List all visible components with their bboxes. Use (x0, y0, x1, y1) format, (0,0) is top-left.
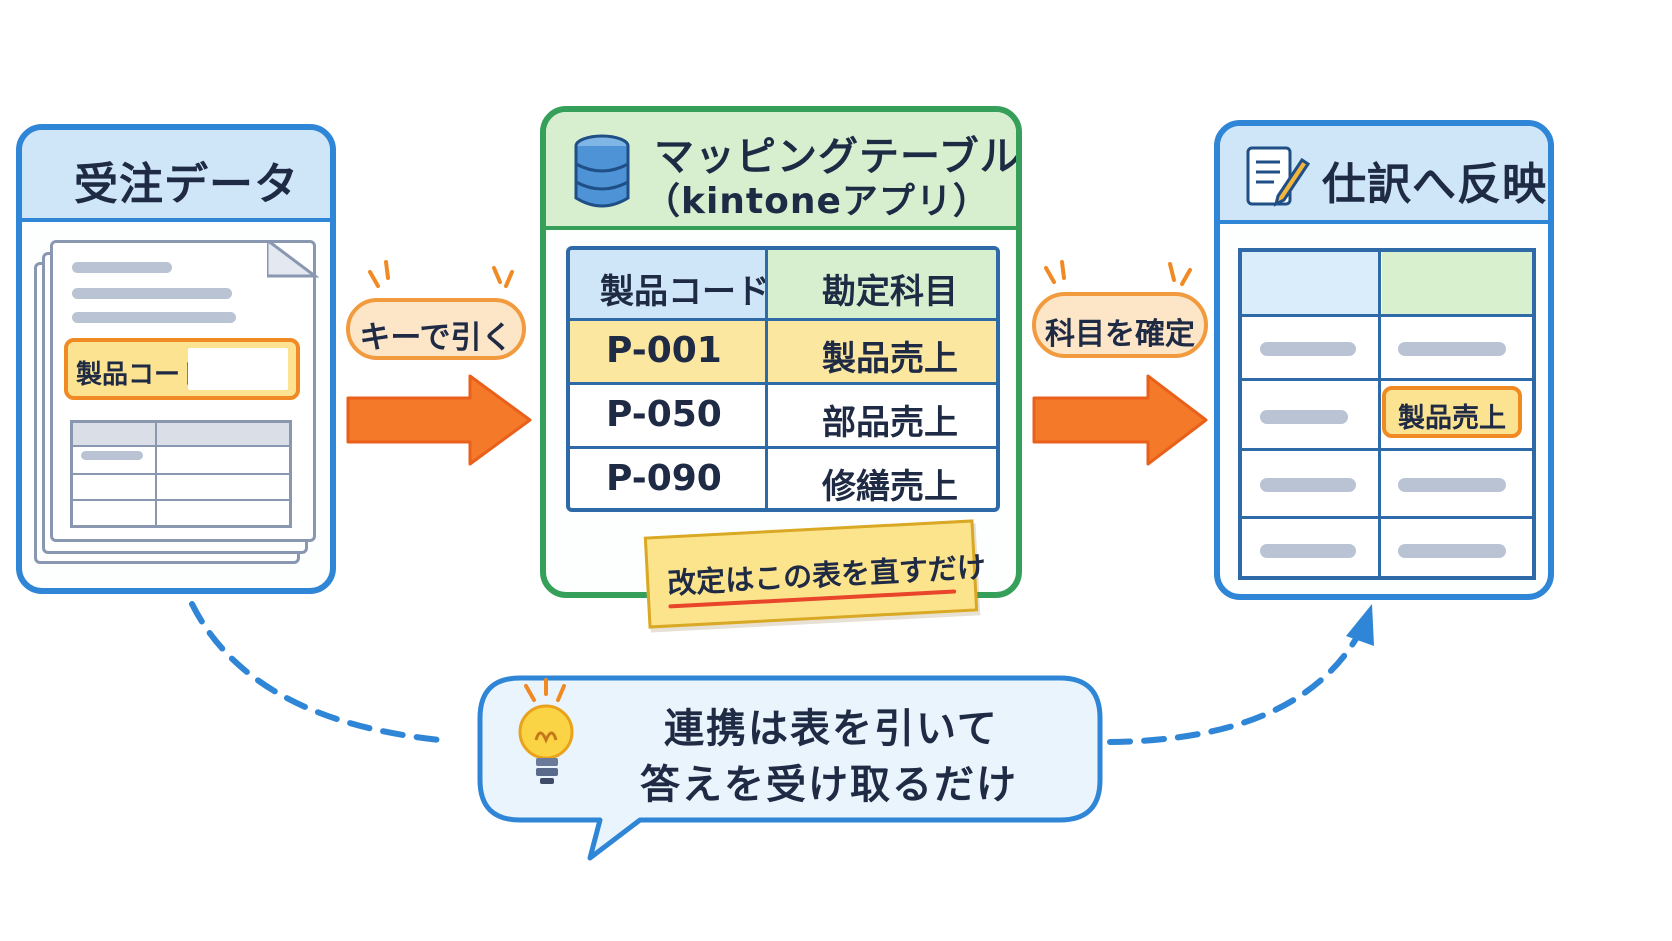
dog-ear-icon (267, 240, 319, 278)
dashed-connector-right (1107, 629, 1363, 745)
doc-text-line (72, 312, 236, 323)
doc-text-line (72, 288, 232, 299)
key-lookup-pill: キーで引く (346, 298, 526, 360)
order-line-table (70, 420, 292, 528)
mapping-cell-code: P-090 (606, 458, 722, 499)
lightbulb-icon (518, 704, 574, 784)
product-code-label: 製品コード (76, 360, 207, 390)
mapping-cell-code: P-001 (570, 320, 766, 384)
mapping-table: 製品コード 勘定科目 P-001 製品売上 P-050 部品売上 P-090 修… (566, 246, 1000, 512)
mapping-cell-subject: 製品売上 (766, 320, 996, 384)
bubble-line-2: 答えを受け取るだけ (640, 762, 1018, 808)
mapping-cell-code: P-050 (606, 394, 722, 435)
arrowhead-up-icon (1346, 604, 1374, 646)
journal-result-chip: 製品売上 (1382, 386, 1522, 438)
order-data-title: 受注データ (74, 159, 299, 210)
product-code-input[interactable] (188, 348, 288, 390)
mapping-table-title: マッピングテーブル (654, 134, 1021, 180)
arrow-right-2 (1032, 374, 1208, 466)
dashed-connector-left (189, 601, 443, 743)
product-code-field[interactable]: 製品コード (64, 338, 300, 400)
doc-text-line (72, 262, 172, 273)
speech-bubble (477, 675, 1103, 861)
mapping-header-code: 製品コード (570, 250, 770, 320)
arrow-right-1 (346, 374, 532, 466)
bubble-line-1: 連携は表を引いて (664, 706, 999, 752)
journal-title: 仕訳へ反映 (1322, 159, 1547, 210)
mapping-cell-subject: 部品売上 (822, 403, 958, 443)
order-data-header (22, 130, 330, 222)
revision-sticky-note: 改定はこの表を直すだけ (643, 519, 987, 629)
confirm-subject-pill: 科目を確定 (1032, 292, 1208, 358)
mapping-header-subject: 勘定科目 (766, 250, 996, 320)
document-pencil-icon (1246, 146, 1310, 207)
mapping-cell-subject: 修繕売上 (822, 467, 958, 507)
mapping-table-subtitle: （kintoneアプリ） (644, 181, 990, 222)
database-icon (574, 134, 630, 208)
